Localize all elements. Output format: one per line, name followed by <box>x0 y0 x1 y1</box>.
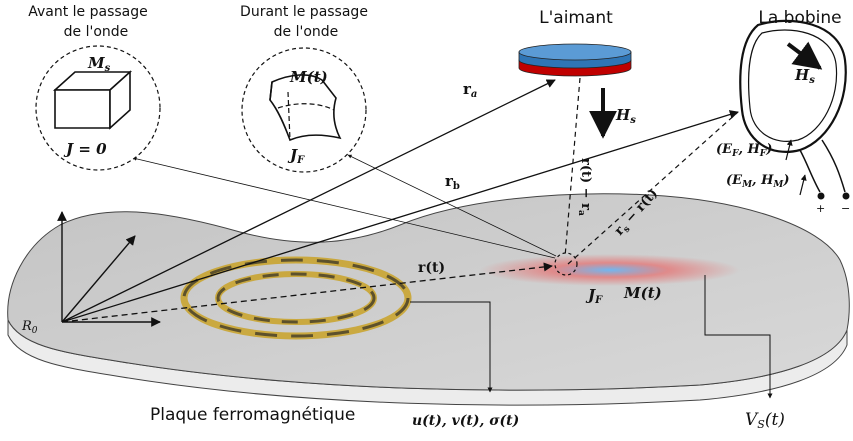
label-during-line2: de l'onde <box>274 24 339 40</box>
coil <box>739 19 850 200</box>
wave-rings <box>180 256 412 340</box>
symbol-plus: + <box>816 202 825 215</box>
symbol-rt-minus-ra: r(t) − ra <box>576 158 593 216</box>
symbol-rt: r(t) <box>418 260 445 276</box>
vector-rt <box>61 262 553 323</box>
hs-arrow-coil <box>786 41 823 70</box>
plate-top <box>7 193 850 391</box>
symbol-mt-zoom: M(t) <box>289 68 328 86</box>
symbol-uvs: u(t), v(t), σ(t) <box>412 413 519 429</box>
symbol-jf-zoom: JF <box>287 146 305 166</box>
label-before-line2: de l'onde <box>64 24 129 40</box>
vector-ra <box>61 79 556 323</box>
leader-voltage <box>704 275 773 399</box>
symbol-em-hm: (EM, HM) <box>726 173 790 190</box>
vector-rb <box>61 110 739 323</box>
symbol-hs-coil: Hs <box>794 66 815 86</box>
symbol-rb: rb <box>445 172 460 192</box>
vector-rb-minus-rt <box>567 111 739 265</box>
symbol-vs: VS(t) <box>745 410 785 431</box>
label-magnet: L'aimant <box>539 8 613 28</box>
em-hm-arrow <box>799 174 807 196</box>
symbol-ra: ra <box>463 80 477 100</box>
magnetized-region <box>480 254 740 286</box>
label-before-line1: Avant le passage <box>28 4 148 20</box>
vector-rt-minus-ra <box>564 77 581 258</box>
zoom-during <box>241 47 367 173</box>
leader-before <box>132 156 556 259</box>
label-coil: La bobine <box>758 8 841 28</box>
reference-frame <box>57 211 161 327</box>
ef-hf-arrow <box>785 139 793 161</box>
zoom-before <box>35 45 161 171</box>
observation-point <box>554 252 578 276</box>
symbol-jf-plate: JF <box>585 286 603 306</box>
symbol-j-zero: J = 0 <box>63 140 107 158</box>
symbol-minus: − <box>841 202 850 215</box>
leader-displacement <box>410 301 493 393</box>
label-plate: Plaque ferromagnétique <box>150 405 355 425</box>
symbol-mt-plate: M(t) <box>623 284 662 302</box>
symbol-hs-magnet: Hs <box>615 106 636 126</box>
symbol-ms: Ms <box>87 54 111 74</box>
leader-during <box>347 154 557 257</box>
symbol-ef-hf: (EF, HF) <box>716 142 772 159</box>
symbol-r0: R0 <box>21 319 38 336</box>
magnet <box>518 43 632 77</box>
label-during-line1: Durant le passage <box>240 4 368 20</box>
